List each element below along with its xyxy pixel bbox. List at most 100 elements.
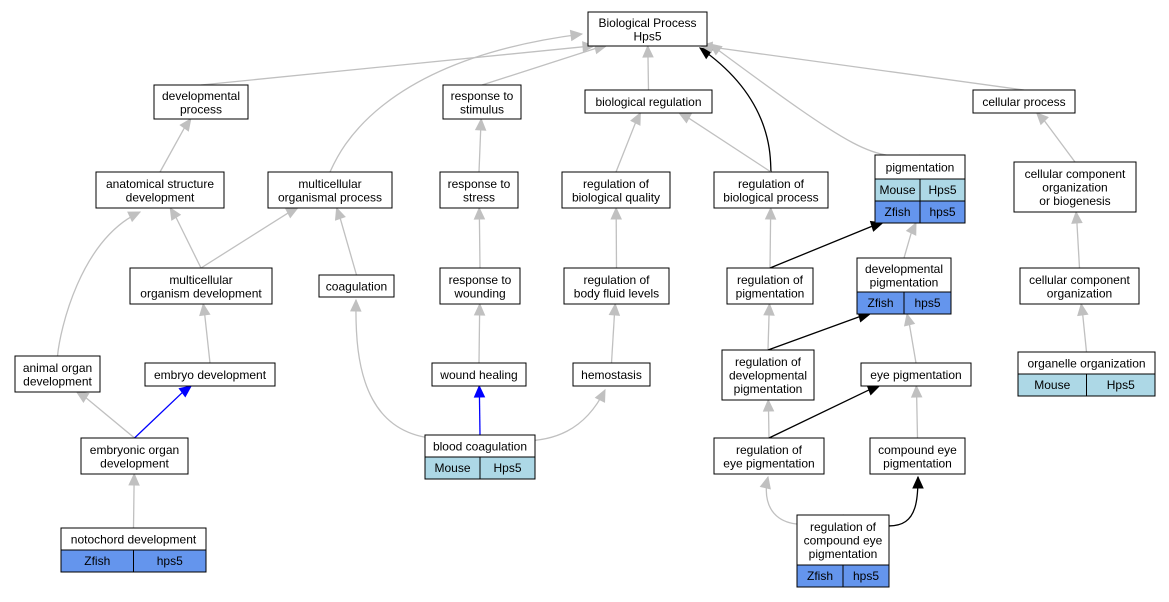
term-label-line: notochord development (71, 533, 197, 547)
edge-arrowhead (764, 400, 774, 411)
edge-eyepigm-to-devpigm (905, 314, 916, 363)
gene-label: Hps5 (928, 183, 956, 197)
edge-line (201, 213, 288, 268)
edge-arrowhead (351, 300, 361, 311)
edge-multidev-to-multiproc (201, 208, 298, 268)
edge-arrowhead (77, 392, 89, 402)
edge-line (479, 397, 480, 435)
edge-multidev-to-anat (170, 208, 201, 268)
go-term-cellproc[interactable]: cellular process (973, 90, 1075, 113)
edge-reg_devpigm-to-devpigm (768, 312, 870, 350)
edge-arrowhead (475, 304, 485, 315)
edge-arrowhead (1078, 304, 1088, 316)
edge-line (176, 217, 201, 268)
term-label-line: multicellular (169, 273, 232, 287)
edge-line (612, 315, 615, 363)
edge-arrowhead (286, 208, 298, 217)
edge-arrowhead (200, 304, 210, 316)
term-label-line: multicellular (298, 177, 361, 191)
edge-emb_organ-to-animal_organ (77, 392, 135, 438)
gene-label: Hps5 (493, 461, 521, 475)
term-label-line: eye pigmentation (723, 456, 814, 470)
edge-line (58, 212, 141, 356)
term-label-line: regulation of (738, 177, 805, 191)
edge-line (909, 325, 916, 363)
species-label: Zfish (84, 554, 110, 568)
term-label-line: Hps5 (633, 29, 661, 43)
edge-line (1044, 121, 1075, 162)
edge-line (160, 128, 184, 172)
edge-wound-to-resp_wound (475, 304, 485, 363)
edge-line (135, 393, 183, 438)
go-term-bioreg[interactable]: biological regulation (585, 90, 712, 113)
edge-arrowhead (474, 208, 484, 219)
edge-arrowhead (679, 113, 691, 123)
edge-reg_quality-to-bioreg (616, 113, 640, 172)
go-term-coag[interactable]: coagulation (319, 275, 394, 297)
edge-arrowhead (761, 477, 771, 489)
edge-arrowhead (1072, 212, 1082, 223)
term-label-line: or biogenesis (1039, 194, 1110, 208)
edge-line (689, 118, 771, 172)
species-label: Mouse (879, 183, 915, 197)
edge-line (205, 315, 210, 363)
edge-arrowhead (170, 208, 180, 220)
term-label-line: pigmentation (883, 456, 952, 470)
edge-line (479, 219, 480, 268)
term-label-line: pigmentation (734, 382, 803, 396)
term-label-line: response to (451, 89, 514, 103)
species-label: Zfish (884, 205, 910, 219)
term-label-line: Biological Process (598, 16, 696, 30)
term-label-line: cellular process (982, 95, 1065, 109)
edge-arrowhead (336, 208, 345, 220)
term-label-line: cellular component (1025, 167, 1126, 181)
go-term-wound[interactable]: wound healing (432, 363, 526, 386)
term-label-line: pigmentation (736, 286, 805, 300)
edge-devpigm-to-pigm (904, 223, 916, 258)
term-label-line: wound healing (439, 368, 517, 382)
term-label-line: regulation of (583, 177, 650, 191)
edge-notochord-to-emb_organ (129, 474, 139, 528)
edge-reg_bioproc-to-bioreg (679, 113, 771, 172)
term-label-line: organism development (140, 286, 262, 300)
term-label-line: pigmentation (809, 547, 878, 561)
edge-arrowhead (631, 113, 640, 125)
edge-arrowhead (907, 223, 916, 235)
go-term-eyepigm[interactable]: eye pigmentation (861, 363, 971, 386)
term-label-line: anatomical structure (106, 177, 214, 191)
go-term-hemo[interactable]: hemostasis (573, 363, 650, 386)
term-label-line: development (126, 190, 195, 204)
edge-cco-to-ccob (1072, 212, 1082, 268)
term-label-line: pigmentation (886, 161, 955, 175)
edge-line (770, 219, 771, 268)
edge-arrowhead (476, 119, 486, 130)
go-term-embryo[interactable]: embryo development (145, 363, 275, 386)
term-label-line: compound eye (878, 443, 957, 457)
edge-organelle-to-cco (1078, 304, 1088, 352)
